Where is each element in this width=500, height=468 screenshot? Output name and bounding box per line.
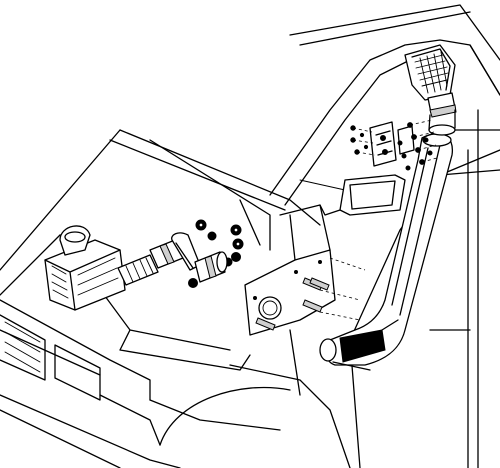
air-ram-head: [404, 44, 457, 136]
snorkel: [319, 132, 453, 371]
vehicle-body: [0, 4, 500, 468]
pillar-fasteners: [350, 119, 438, 171]
air-box: [44, 225, 126, 311]
air-ram-mesh: [414, 51, 449, 94]
pillar-brackets: [369, 121, 415, 167]
fender-mounting-panel: [244, 204, 366, 336]
engine-bay-fasteners: [188, 219, 244, 288]
intake-hoses: [117, 232, 228, 286]
side-mirror: [319, 174, 406, 216]
